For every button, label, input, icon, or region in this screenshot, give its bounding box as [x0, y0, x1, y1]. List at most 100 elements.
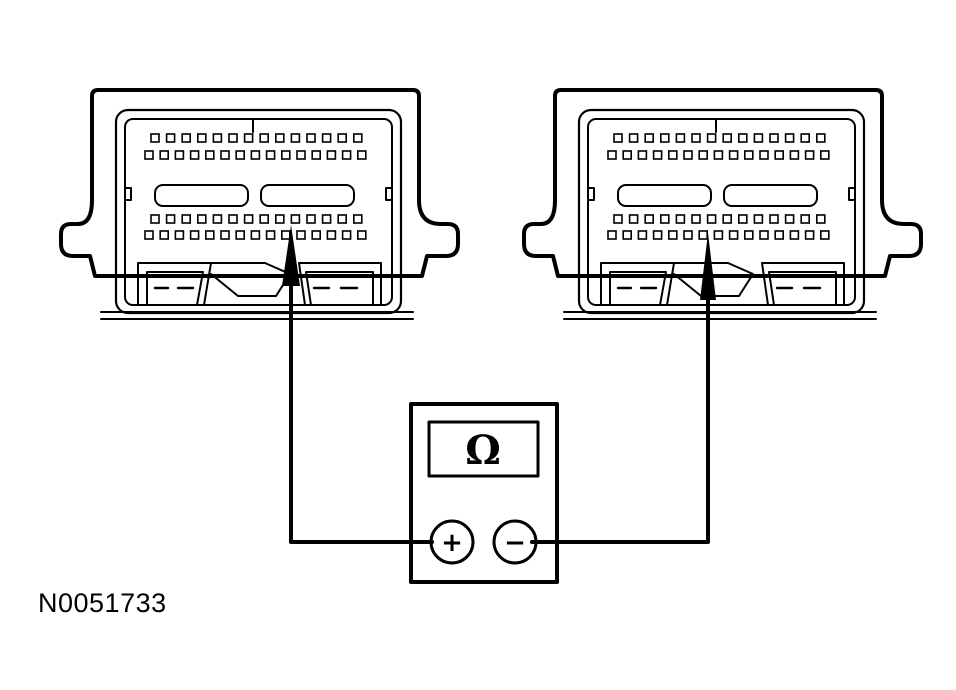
pin-cavity [722, 214, 732, 224]
right-module-connector [522, 88, 923, 321]
pin-cavity [352, 133, 363, 143]
pin-cavity [713, 150, 724, 160]
pin-cavity [815, 133, 826, 143]
left-module-connector [59, 88, 460, 321]
pin-cavity [228, 133, 238, 143]
pin-cavity [281, 150, 291, 160]
pin-cavity [819, 150, 830, 160]
pin-cavity [706, 214, 717, 224]
pin-cavity [205, 230, 215, 240]
pin-cavity [759, 150, 769, 160]
pin-cavity [784, 133, 795, 143]
positive-terminal[interactable] [429, 519, 475, 565]
pin-cavity [150, 133, 160, 143]
pin-cavity [691, 214, 701, 224]
right-connector-pins [607, 133, 830, 240]
pin-cavity [290, 214, 301, 224]
pin-cavity [800, 214, 811, 224]
pin-cavity [290, 133, 301, 143]
pin-cavity [660, 133, 670, 143]
pin-cavity [243, 133, 254, 143]
pin-cavity [769, 133, 779, 143]
pin-cavity [265, 150, 276, 160]
pin-cavity [722, 133, 732, 143]
pin-cavity [259, 214, 269, 224]
pin-cavity [235, 150, 245, 160]
pin-cavity [698, 150, 708, 160]
pin-cavity [675, 133, 686, 143]
pin-cavity [205, 150, 215, 160]
pin-cavity [356, 230, 367, 240]
pin-cavity [622, 150, 632, 160]
pin-cavity [713, 230, 724, 240]
pin-cavity [683, 230, 693, 240]
pin-cavity [296, 150, 306, 160]
pin-cavity [311, 230, 321, 240]
pin-cavity [738, 214, 748, 224]
pin-cavity [728, 230, 739, 240]
pin-cavity [144, 150, 154, 160]
pin-cavity [668, 230, 678, 240]
pin-cavity [691, 133, 701, 143]
pin-cavity [628, 133, 639, 143]
pin-cavity [212, 133, 223, 143]
pin-cavity [698, 230, 708, 240]
pin-cavity [281, 230, 291, 240]
pin-cavity [165, 214, 176, 224]
pin-cavity [613, 133, 623, 143]
pin-cavity [774, 150, 784, 160]
pin-cavity [668, 150, 678, 160]
pin-cavity [728, 150, 739, 160]
pin-cavity [220, 230, 230, 240]
pin-cavity [352, 214, 363, 224]
pin-cavity [189, 150, 200, 160]
pin-cavity [769, 214, 779, 224]
pin-cavity [652, 150, 663, 160]
pin-cavity [174, 150, 185, 160]
pin-cavity [311, 150, 321, 160]
pin-cavity [296, 230, 306, 240]
pin-cavity [356, 150, 367, 160]
pin-cavity [622, 230, 632, 240]
pin-cavity [744, 150, 754, 160]
left-connector-pins [144, 133, 367, 240]
ohm-symbol: Ω [465, 427, 501, 474]
pin-cavity [744, 230, 754, 240]
pin-cavity [628, 214, 639, 224]
pin-cavity [652, 230, 663, 240]
pin-cavity [181, 214, 191, 224]
pin-cavity [800, 133, 811, 143]
pin-cavity [326, 150, 337, 160]
pin-cavity [789, 150, 800, 160]
pin-cavity [197, 214, 207, 224]
pin-cavity [613, 214, 623, 224]
positive-probe-tip [282, 225, 300, 286]
pin-cavity [774, 230, 784, 240]
pin-cavity [275, 133, 285, 143]
positive-terminal-symbol: + [441, 528, 463, 558]
pin-cavity [265, 230, 276, 240]
positive-test-lead [289, 250, 434, 544]
pin-cavity [337, 133, 348, 143]
negative-terminal[interactable] [492, 519, 538, 565]
pin-cavity [306, 214, 316, 224]
pin-cavity [784, 214, 795, 224]
pin-cavity [228, 214, 238, 224]
pin-cavity [275, 214, 285, 224]
pin-cavity [738, 133, 748, 143]
pin-cavity [150, 214, 160, 224]
pin-cavity [250, 150, 261, 160]
pin-cavity [220, 150, 230, 160]
pin-cavity [326, 230, 337, 240]
pin-cavity [174, 230, 185, 240]
pin-cavity [789, 230, 800, 240]
pin-cavity [753, 214, 764, 224]
pin-cavity [321, 214, 332, 224]
pin-cavity [159, 150, 169, 160]
pin-cavity [815, 214, 826, 224]
pin-cavity [189, 230, 200, 240]
pin-cavity [675, 214, 686, 224]
ohmmeter-display [427, 420, 540, 478]
pin-cavity [607, 230, 617, 240]
